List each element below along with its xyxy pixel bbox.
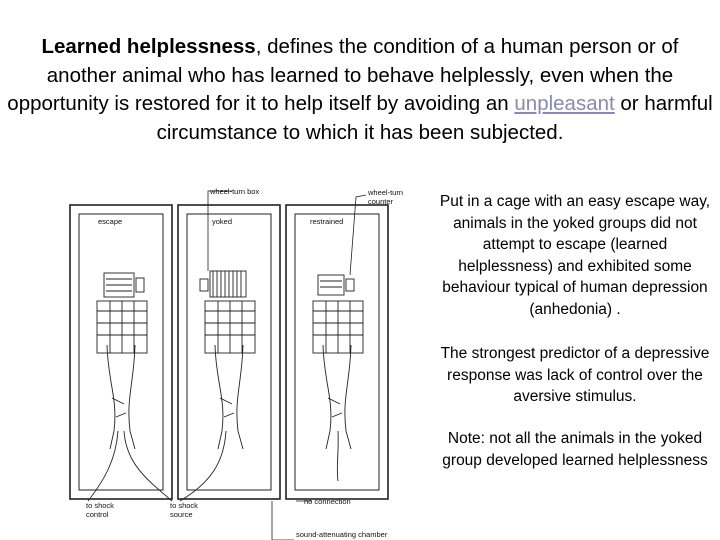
label-to-shock-source-1: to shock [170,501,198,510]
label-escape: escape [98,217,122,226]
side-paragraph-predictor: The strongest predictor of a depressive … [440,345,710,405]
headline-paragraph: Learned helplessness, defines the condit… [6,33,714,147]
apparatus-restrained [312,274,364,482]
label-wheel-turn-box: wheel-turn box [209,187,259,196]
chamber-restrained-inner [294,213,380,491]
side-paragraph-note: Note: not all the animals in the yoked g… [442,430,708,469]
label-to-shock-source-2: source [170,510,193,519]
label-yoked: yoked [212,217,232,226]
label-to-shock-control-1: to shock [86,501,114,510]
headline-term: Learned helplessness [41,35,256,58]
label-restrained: restrained [310,217,343,226]
apparatus-escape [87,272,173,502]
label-no-connection: no connection [304,497,351,506]
headline-text-part1: , defines the condition of a human perso… [7,35,679,115]
chamber-escape-inner [78,213,164,491]
chamber-yoked [177,204,281,500]
leader-lines [207,190,367,540]
experiment-diagram-svg: wheel-turn box wheel-turn counter escape… [69,187,403,540]
chamber-restrained [285,204,389,500]
label-wheel-turn-counter-2: counter [368,197,394,206]
headline-text-part2: or harmful circumstance to which it has … [156,92,713,144]
label-sound-chamber: sound-attenuating chamber [296,530,388,539]
unpleasant-link[interactable]: unpleasant [514,92,615,115]
apparatus-yoked [179,270,256,502]
chamber-yoked-inner [186,213,272,491]
side-paragraph-escape: Put in a cage with an easy escape way, a… [439,193,711,318]
experiment-diagram: wheel-turn box wheel-turn counter escape… [60,183,432,540]
label-wheel-turn-counter-1: wheel-turn [367,188,403,197]
label-to-shock-control-2: control [86,510,109,519]
chamber-escape [69,204,173,500]
